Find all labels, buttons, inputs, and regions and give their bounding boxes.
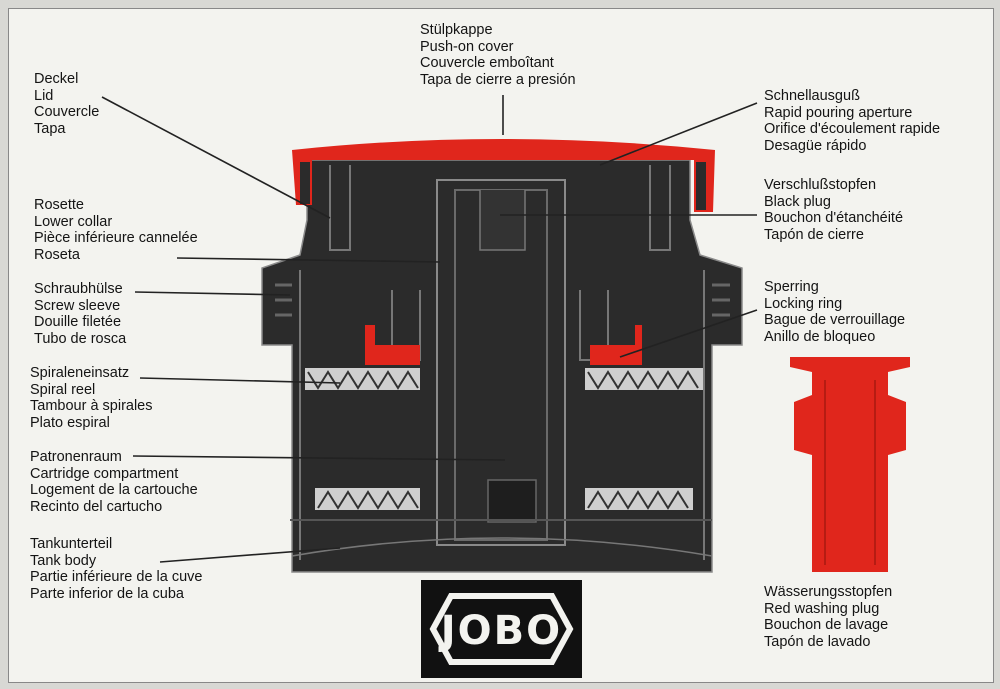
label-cartridge: Patronenraum Cartridge compartment Logem… (30, 449, 198, 515)
label-rosette: Rosette Lower collar Pièce inférieure ca… (34, 197, 198, 263)
label-rapid-pouring: Schnellausguß Rapid pouring aperture Ori… (764, 88, 941, 154)
label-push-on-cover: Stülpkappe Push-on cover Couvercle emboî… (420, 22, 576, 88)
label-locking-ring: Sperring Locking ring Bague de verrouill… (764, 279, 906, 345)
tank-body-shape (261, 159, 743, 573)
spiral-reel-shapes (305, 368, 703, 510)
label-spiral-reel: Spiraleneinsatz Spiral reel Tambour à sp… (30, 365, 153, 431)
label-tank-body: Tankunterteil Tank body Partie inférieur… (30, 536, 203, 602)
red-washing-plug-shape (790, 357, 910, 572)
jobo-logo-badge: JOBO (429, 593, 574, 665)
label-lid: Deckel Lid Couvercle Tapa (34, 71, 100, 137)
label-washing-plug: Wässerungsstopfen Red washing plug Bouch… (764, 584, 893, 650)
label-screw-sleeve: Schraubhülse Screw sleeve Douille fileté… (34, 281, 127, 347)
jobo-logo-text: JOBO (438, 608, 562, 654)
red-parts (292, 139, 715, 365)
jobo-logo: JOBO (421, 580, 582, 678)
label-black-plug: Verschlußstopfen Black plug Bouchon d'ét… (764, 177, 904, 243)
leader-lines (101, 95, 758, 563)
